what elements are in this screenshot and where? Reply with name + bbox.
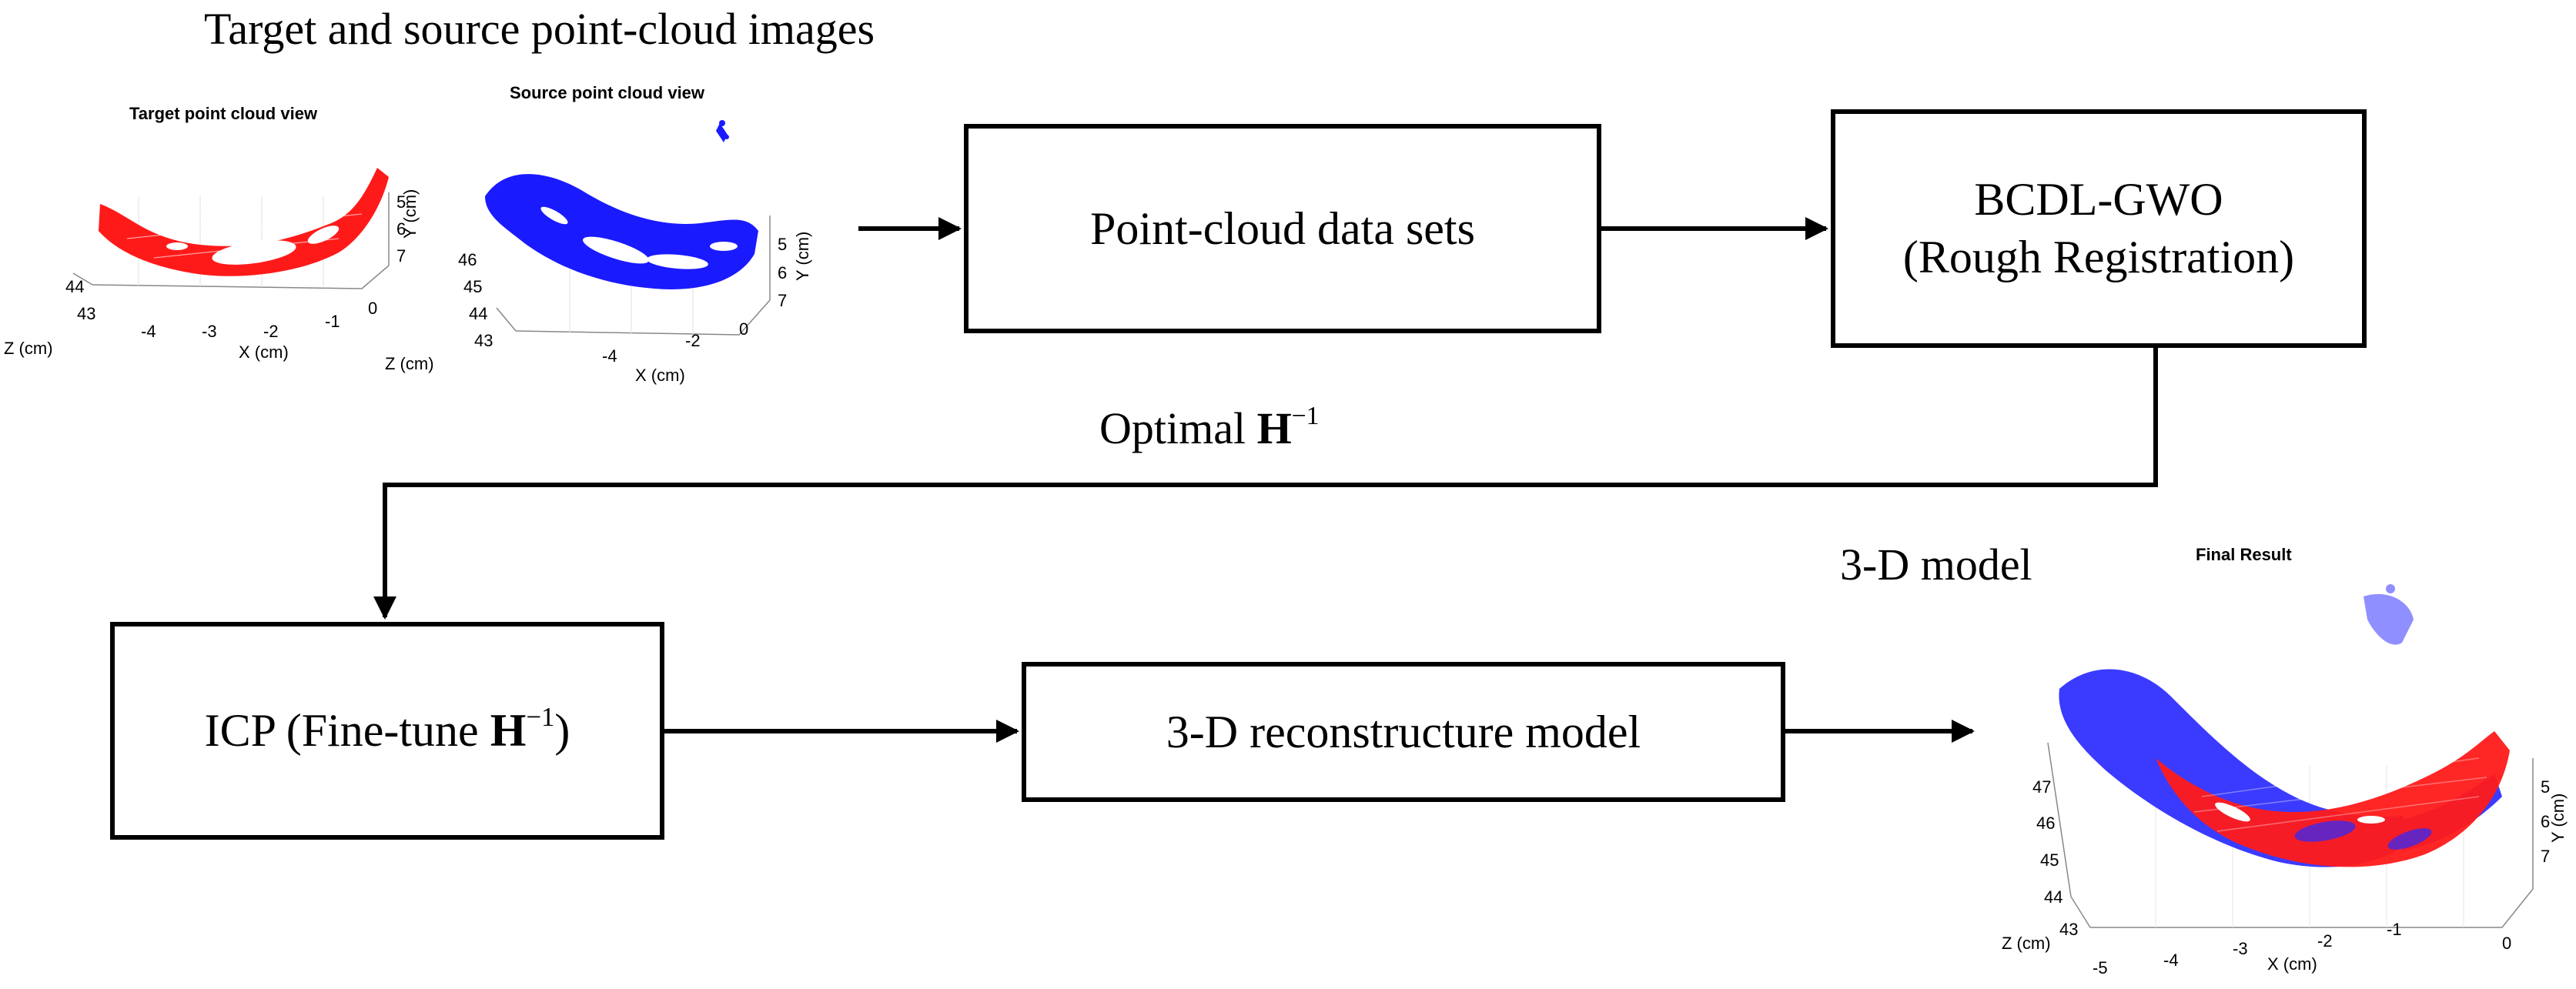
source-zlabel: Z (cm) [385,354,434,373]
final-x-tick: 0 [2502,934,2512,953]
final-z-tick: 43 [2059,920,2079,939]
bcdl-gwo-box: BCDL-GWO (Rough Registration) [1831,109,2367,348]
source-z-tick: 45 [463,277,483,296]
final-z-tick: 45 [2040,850,2059,870]
final-blue-overlay [2294,820,2432,850]
final-plot-title: Final Result [2196,545,2292,564]
final-y-tick: 6 [2541,812,2551,831]
source-axes [496,216,771,336]
icp-h: H [490,705,527,756]
final-z-tick: 44 [2044,887,2063,907]
optimal-label-prefix: Optimal [1099,403,1257,453]
source-z-tick: 43 [474,331,493,350]
target-x-tick: -1 [325,312,340,331]
target-plot-labels: X (cm) Y (cm) Z (cm) -4 -3 -2 -1 0 5 6 7… [0,123,431,400]
target-x-tick: -2 [263,322,279,341]
final-xlabel: X (cm) [2267,954,2317,974]
optimal-label-sup: −1 [1291,401,1320,430]
final-x-tick: -2 [2317,931,2333,951]
source-x-tick: -2 [685,331,701,350]
final-red-cloud-grain [2193,757,2487,832]
target-plot-title: Target point cloud view [129,104,318,123]
final-y-tick: 5 [2541,777,2551,797]
final-ylabel: Y (cm) [2548,793,2568,843]
target-y-tick: 7 [396,246,406,266]
icp-box: ICP (Fine-tune H−1) [110,622,664,840]
images-caption: Target and source point-cloud images [204,4,875,54]
target-x-tick: -3 [202,322,217,341]
target-point-cloud-grain [126,199,363,259]
final-result-plot [2047,584,2534,928]
final-x-tick: -3 [2233,939,2248,958]
source-point-cloud-holes [540,206,738,269]
source-x-tick: -4 [602,346,617,366]
source-ylabel: Y (cm) [793,231,812,281]
source-plot-title: Source point cloud view [510,83,705,102]
source-plot-labels: X (cm) Y (cm) Z (cm) -4 -2 0 5 6 7 46 45… [385,100,831,416]
final-z-tick: 47 [2032,777,2052,797]
target-point-cloud-holes [166,226,340,265]
final-x-tick: -4 [2163,951,2179,970]
datasets-label: Point-cloud data sets [1090,202,1475,254]
target-axes [72,192,390,289]
reconstruct-model-box: 3-D reconstructure model [1022,662,1785,802]
target-y-tick: 6 [396,219,406,239]
icp-prefix: ICP (Fine-tune [204,705,490,756]
source-xlabel: X (cm) [635,366,685,385]
target-z-tick: 44 [65,277,85,296]
source-y-tick: 7 [778,291,788,310]
final-x-tick: -5 [2093,958,2108,977]
icp-label: ICP (Fine-tune H−1) [205,702,570,760]
target-point-cloud-plot [72,168,390,289]
source-point-cloud-plot [485,120,771,336]
optimal-label-h: H [1256,403,1292,453]
bcdl-line1: BCDL-GWO [1974,174,2223,225]
target-zlabel: Z (cm) [4,339,53,358]
final-x-tick: -1 [2387,920,2402,939]
icp-sup: −1 [526,701,555,732]
final-y-tick: 7 [2541,847,2551,866]
target-x-tick: 0 [368,299,378,318]
bcdl-line2: (Rough Registration) [1902,232,2295,282]
final-blue-cloud-upper [2364,584,2414,645]
source-x-tick: 0 [739,319,749,339]
target-xlabel: X (cm) [239,342,289,362]
final-axes [2047,742,2534,928]
final-zlabel: Z (cm) [2002,934,2051,953]
source-y-tick: 5 [778,235,788,254]
reconstruct-label: 3-D reconstructure model [1166,706,1641,757]
final-cloud-holes [2215,802,2385,824]
source-y-tick: 6 [778,263,788,282]
source-z-tick: 44 [469,304,488,323]
final-z-tick: 46 [2036,814,2056,833]
target-y-tick: 5 [396,192,406,212]
target-x-tick: -4 [141,322,156,341]
target-z-tick: 43 [77,304,96,323]
source-z-tick: 46 [458,250,477,269]
icp-suffix: ) [554,705,570,756]
final-plot-labels: X (cm) Y (cm) Z (cm) -5 -4 -3 -2 -1 0 5 … [2002,566,2571,985]
point-cloud-datasets-box: Point-cloud data sets [964,124,1601,333]
optimal-h-label: Optimal H−1 [1099,403,1320,454]
